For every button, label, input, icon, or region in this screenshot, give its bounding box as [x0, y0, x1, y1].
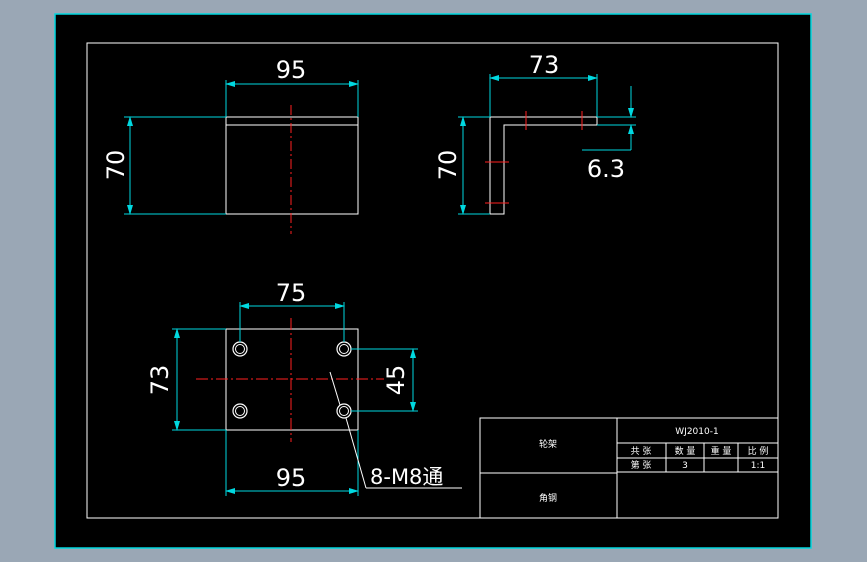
scale-label: 比 例: [748, 445, 769, 457]
front-width-dim-text: 95: [276, 56, 307, 84]
front-view-outline: [225, 116, 359, 215]
drawing-sheet: [54, 13, 812, 549]
drawing-border: [86, 42, 779, 519]
side-view: 73 70 6.3: [434, 51, 636, 215]
drawing-number: WJ2010-1: [675, 427, 718, 437]
material: 角钢: [539, 492, 557, 504]
scale-value: 1:1: [751, 461, 765, 471]
plate-depth-text: 73: [146, 365, 174, 396]
mounting-hole: [232, 403, 248, 419]
weight-label: 重 量: [711, 445, 732, 457]
title-block: 轮架 WJ2010-1 角钢 共 张 第 张 数 量 3 重 量 比 例 1:1: [479, 417, 779, 519]
front-height-dim-text: 70: [102, 150, 130, 181]
plate-width-text: 95: [276, 464, 307, 492]
sheet-label: 第 张: [631, 459, 652, 471]
side-height-dim-text: 70: [434, 150, 462, 181]
hole-note-leader-1: [329, 371, 341, 406]
hole-note-leader-2: [345, 417, 367, 489]
top-view: 75 73 45 95 8-M8通: [146, 279, 462, 496]
hole-spacing-y-text: 45: [382, 365, 410, 396]
hole-spacing-x-text: 75: [276, 279, 307, 307]
title-block-frame: [479, 417, 779, 519]
side-width-dim-text: 73: [529, 51, 560, 79]
quantity-label: 数 量: [675, 445, 696, 457]
thickness-dim-text: 6.3: [587, 155, 625, 183]
quantity-value: 3: [682, 461, 688, 471]
hole-note-text: 8-M8通: [370, 465, 443, 489]
front-view: 95 70: [102, 56, 359, 234]
total-sheets-label: 共 张: [631, 446, 652, 457]
part-name: 轮架: [539, 438, 557, 450]
